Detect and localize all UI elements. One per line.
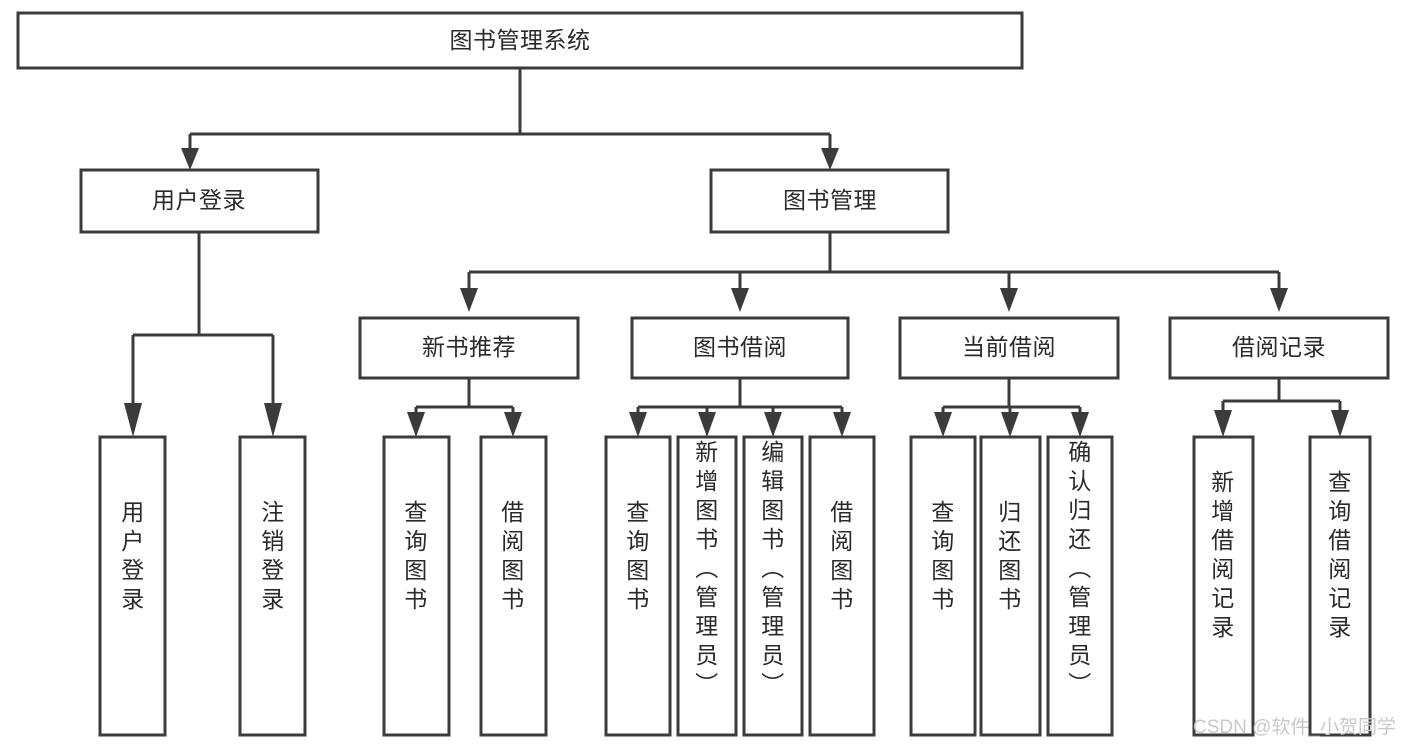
node-root-label: 图书管理系统	[450, 27, 591, 53]
arrow-head-leaf-query-record	[1331, 410, 1349, 437]
leaf-edit-book-label: 编辑图书︵管理员︶	[761, 439, 785, 697]
leaf-query-book-borrow-label: 查询图书	[626, 499, 650, 612]
node-user-login[interactable]: 用户登录	[79, 168, 320, 234]
node-borrow-record[interactable]: 借阅记录	[1168, 316, 1390, 380]
connectors-root-to-level2	[181, 68, 839, 170]
connectors-new-book-to-leaves	[407, 378, 522, 437]
connectors-current-borrow-to-leaves	[934, 378, 1089, 437]
node-book-borrow-label: 图书借阅	[693, 334, 787, 360]
arrow-head-leaf-query-book-3	[934, 412, 952, 437]
connectors-book-mgmt-to-level3	[460, 232, 1288, 312]
node-book-borrow[interactable]: 图书借阅	[630, 316, 850, 380]
arrow-head-leaf-return-book	[1001, 412, 1019, 437]
node-book-borrow-box[interactable]	[630, 316, 850, 380]
node-book-management[interactable]: 图书管理	[709, 168, 950, 234]
leaf-query-borrow-record-label: 查询借阅记录	[1328, 469, 1352, 640]
leaf-add-book[interactable]: 新增图书︵管理员︶	[676, 435, 738, 737]
leaf-add-borrow-record-label: 新增借阅记录	[1211, 469, 1235, 640]
node-borrow-record-label: 借阅记录	[1232, 334, 1326, 360]
leaf-query-book-new-label: 查询图书	[404, 499, 428, 612]
node-user-login-label: 用户登录	[152, 187, 246, 213]
arrow-head-book-mgmt	[821, 148, 839, 170]
node-root-box[interactable]	[16, 11, 1024, 70]
connectors-borrow-record-to-leaves	[1214, 378, 1349, 437]
node-new-book-recommend-box[interactable]	[358, 316, 580, 380]
leaf-query-book-current[interactable]: 查询图书	[909, 435, 977, 737]
arrow-head-leaf-borrow-book-2	[833, 412, 851, 437]
leaf-confirm-return-label: 确认归还︵管理员︶	[1068, 439, 1092, 697]
arrow-head-leaf-query-book-2	[629, 412, 647, 437]
leaf-confirm-return-box[interactable]	[1046, 435, 1114, 737]
arrow-head-user-login	[181, 148, 199, 170]
leaf-query-book-current-label: 查询图书	[931, 499, 955, 612]
arrow-head-new-book-recommend	[460, 288, 478, 312]
leaf-edit-book-box[interactable]	[742, 435, 804, 737]
arrow-head-leaf-user-login	[124, 403, 142, 437]
leaf-logout[interactable]: 注销登录	[238, 435, 307, 737]
leaf-logout-label: 注销登录	[261, 499, 285, 612]
leaf-add-book-label: 新增图书︵管理员︶	[695, 439, 719, 697]
leaf-borrow-book-new-box[interactable]	[479, 435, 548, 737]
leaf-logout-box[interactable]	[238, 435, 307, 737]
arrow-head-book-borrow	[731, 288, 749, 312]
leaf-query-borrow-record-box[interactable]	[1308, 435, 1372, 737]
node-new-book-recommend[interactable]: 新书推荐	[358, 316, 580, 380]
leaf-add-borrow-record-box[interactable]	[1192, 435, 1255, 737]
leaf-return-book[interactable]: 归还图书	[979, 435, 1042, 737]
arrow-head-leaf-confirm-return	[1071, 412, 1089, 437]
leaf-add-book-box[interactable]	[676, 435, 738, 737]
watermark-label: CSDN @软件_小贺同学	[1193, 716, 1396, 738]
arrow-head-leaf-query-book-1	[407, 412, 425, 437]
node-current-borrow-label: 当前借阅	[962, 334, 1056, 360]
leaf-return-book-box[interactable]	[979, 435, 1042, 737]
leaf-query-book-borrow-box[interactable]	[604, 435, 672, 737]
leaf-user-login-box[interactable]	[98, 435, 167, 737]
leaf-user-login[interactable]: 用户登录	[98, 435, 167, 737]
leaf-add-borrow-record[interactable]: 新增借阅记录	[1192, 435, 1255, 737]
leaf-borrow-book-box[interactable]	[808, 435, 876, 737]
node-new-book-recommend-label: 新书推荐	[422, 334, 516, 360]
leaf-edit-book[interactable]: 编辑图书︵管理员︶	[742, 435, 804, 737]
connectors-book-borrow-to-leaves	[629, 378, 851, 437]
leaf-borrow-book-new-label: 借阅图书	[501, 499, 525, 612]
node-borrow-record-box[interactable]	[1168, 316, 1390, 380]
node-user-login-box[interactable]	[79, 168, 320, 234]
node-current-borrow[interactable]: 当前借阅	[898, 316, 1120, 380]
arrow-head-leaf-edit-book	[764, 412, 782, 437]
leaf-query-book-new-box[interactable]	[382, 435, 451, 737]
node-root[interactable]: 图书管理系统	[16, 11, 1024, 70]
arrow-head-leaf-borrow-book-1	[504, 412, 522, 437]
node-book-management-label: 图书管理	[783, 187, 877, 213]
leaf-borrow-book[interactable]: 借阅图书	[808, 435, 876, 737]
arrow-head-leaf-add-book	[698, 412, 716, 437]
leaf-return-book-label: 归还图书	[998, 499, 1022, 612]
leaf-borrow-book-label: 借阅图书	[830, 499, 854, 612]
leaf-query-book-current-box[interactable]	[909, 435, 977, 737]
leaf-query-book-new[interactable]: 查询图书	[382, 435, 451, 737]
leaf-query-book-borrow[interactable]: 查询图书	[604, 435, 672, 737]
leaf-confirm-return[interactable]: 确认归还︵管理员︶	[1046, 435, 1114, 737]
connectors-user-login-to-leaves	[124, 232, 282, 437]
node-book-management-box[interactable]	[709, 168, 950, 234]
arrow-head-borrow-record	[1270, 288, 1288, 312]
leaf-query-borrow-record[interactable]: 查询借阅记录	[1308, 435, 1372, 737]
leaf-user-login-label: 用户登录	[121, 499, 145, 612]
arrow-head-leaf-add-record	[1214, 410, 1232, 437]
leaf-borrow-book-new[interactable]: 借阅图书	[479, 435, 548, 737]
arrow-head-leaf-logout	[264, 403, 282, 437]
arrow-head-current-borrow	[1000, 288, 1018, 312]
node-current-borrow-box[interactable]	[898, 316, 1120, 380]
